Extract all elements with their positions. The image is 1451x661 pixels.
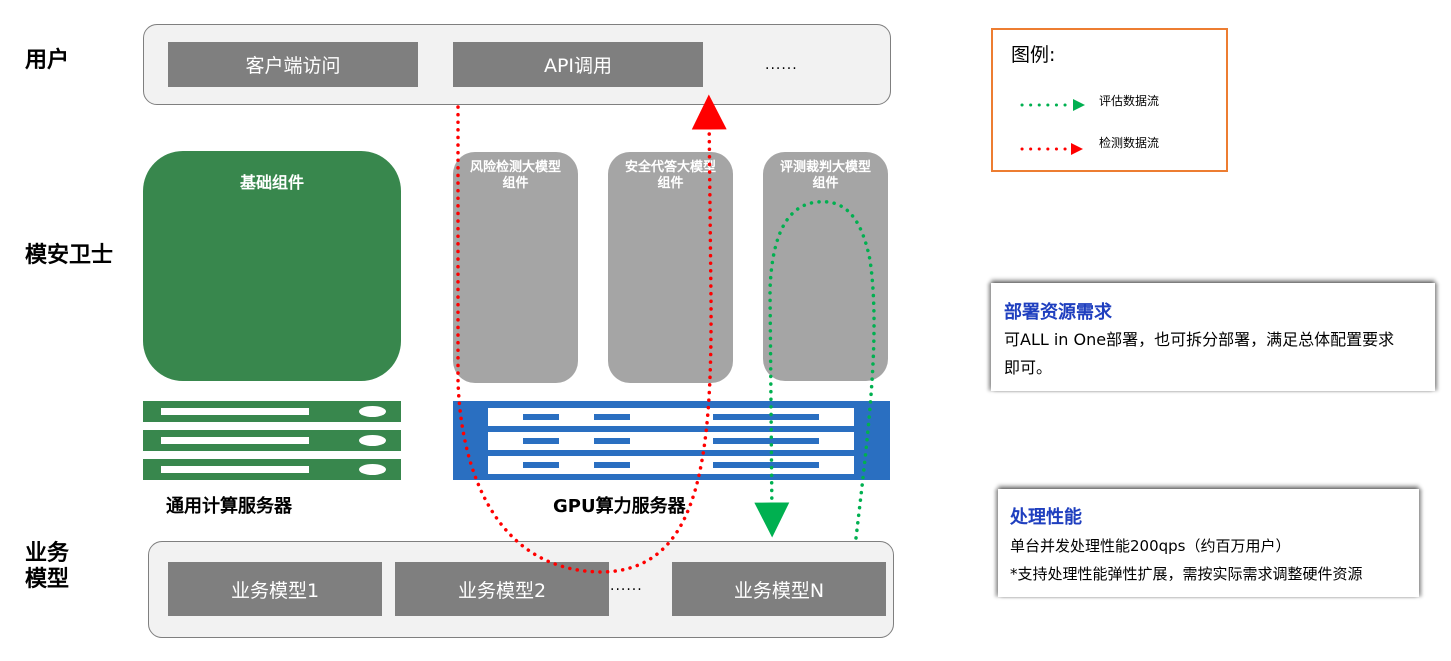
row-label-business-line2: 模型 [25, 567, 70, 592]
server-unit [143, 459, 401, 480]
server-unit [143, 401, 401, 422]
deploy-text-line2: 即可。 [1004, 358, 1053, 377]
safe-reply-line2: 组件 [657, 176, 684, 191]
deploy-text: 可ALL in One部署，也可拆分部署，满足总体配置要求 即可。 [1004, 326, 1434, 382]
business-ellipsis: ...... [610, 578, 643, 594]
performance-text: 单台并发处理性能200qps（约百万用户） *支持处理性能弹性扩展，需按实际需求… [1010, 532, 1420, 588]
legend-box: 图例: 评估数据流 检测数据流 [991, 28, 1228, 172]
legend-title: 图例: [1011, 44, 1056, 66]
business-model-n[interactable]: 业务模型N [672, 562, 886, 616]
api-call-box[interactable]: API调用 [453, 42, 703, 87]
gpu-slot [488, 456, 854, 474]
deploy-info-card: 部署资源需求 可ALL in One部署，也可拆分部署，满足总体配置要求 即可。 [991, 283, 1435, 391]
business-model-1[interactable]: 业务模型1 [168, 562, 382, 616]
row-label-business-line1: 业务 [25, 541, 70, 566]
gpu-server-label: GPU算力服务器 [553, 496, 686, 517]
performance-text-line1: 单台并发处理性能200qps（约百万用户） [1010, 537, 1291, 555]
business-panel: 业务模型1 业务模型2 ...... 业务模型N [148, 541, 894, 638]
safe-reply-component[interactable]: 安全代答大模型 组件 [608, 152, 733, 383]
row-label-business: 业务 模型 [25, 541, 69, 593]
user-panel: 客户端访问 API调用 ...... [143, 24, 891, 105]
detection-flow-path [456, 94, 727, 574]
gpu-server-icon [453, 401, 890, 480]
row-label-guard: 模安卫士 [25, 243, 114, 268]
gpu-slot [488, 432, 854, 450]
eval-judge-line2: 组件 [812, 176, 839, 191]
general-server-label: 通用计算服务器 [166, 496, 292, 517]
risk-detection-component[interactable]: 风险检测大模型 组件 [453, 152, 578, 383]
server-unit [143, 430, 401, 451]
deploy-title: 部署资源需求 [1004, 302, 1112, 323]
base-component[interactable]: 基础组件 [143, 151, 401, 381]
performance-title: 处理性能 [1010, 507, 1082, 528]
gpu-slot [488, 408, 854, 426]
safe-reply-line1: 安全代答大模型 [624, 160, 716, 175]
row-label-user: 用户 [25, 48, 70, 73]
legend-green-arrow-icon [1020, 99, 1085, 111]
eval-judge-line1: 评测裁判大模型 [779, 160, 871, 175]
performance-info-card: 处理性能 单台并发处理性能200qps（约百万用户） *支持处理性能弹性扩展，需… [998, 489, 1419, 597]
business-model-2[interactable]: 业务模型2 [395, 562, 609, 616]
evaluation-flow-down-path [754, 200, 876, 540]
legend-red-arrow-icon [1020, 143, 1083, 155]
client-access-box[interactable]: 客户端访问 [168, 42, 418, 87]
user-ellipsis: ...... [765, 57, 798, 73]
legend-detection-label: 检测数据流 [1099, 136, 1160, 150]
legend-evaluation-label: 评估数据流 [1099, 94, 1160, 108]
deploy-text-line1: 可ALL in One部署，也可拆分部署，满足总体配置要求 [1004, 330, 1395, 349]
risk-detection-line2: 组件 [502, 176, 529, 191]
performance-text-line2: *支持处理性能弹性扩展，需按实际需求调整硬件资源 [1010, 565, 1363, 583]
general-server-icon [143, 401, 401, 480]
eval-judge-component[interactable]: 评测裁判大模型 组件 [763, 152, 888, 381]
risk-detection-line1: 风险检测大模型 [469, 160, 561, 175]
